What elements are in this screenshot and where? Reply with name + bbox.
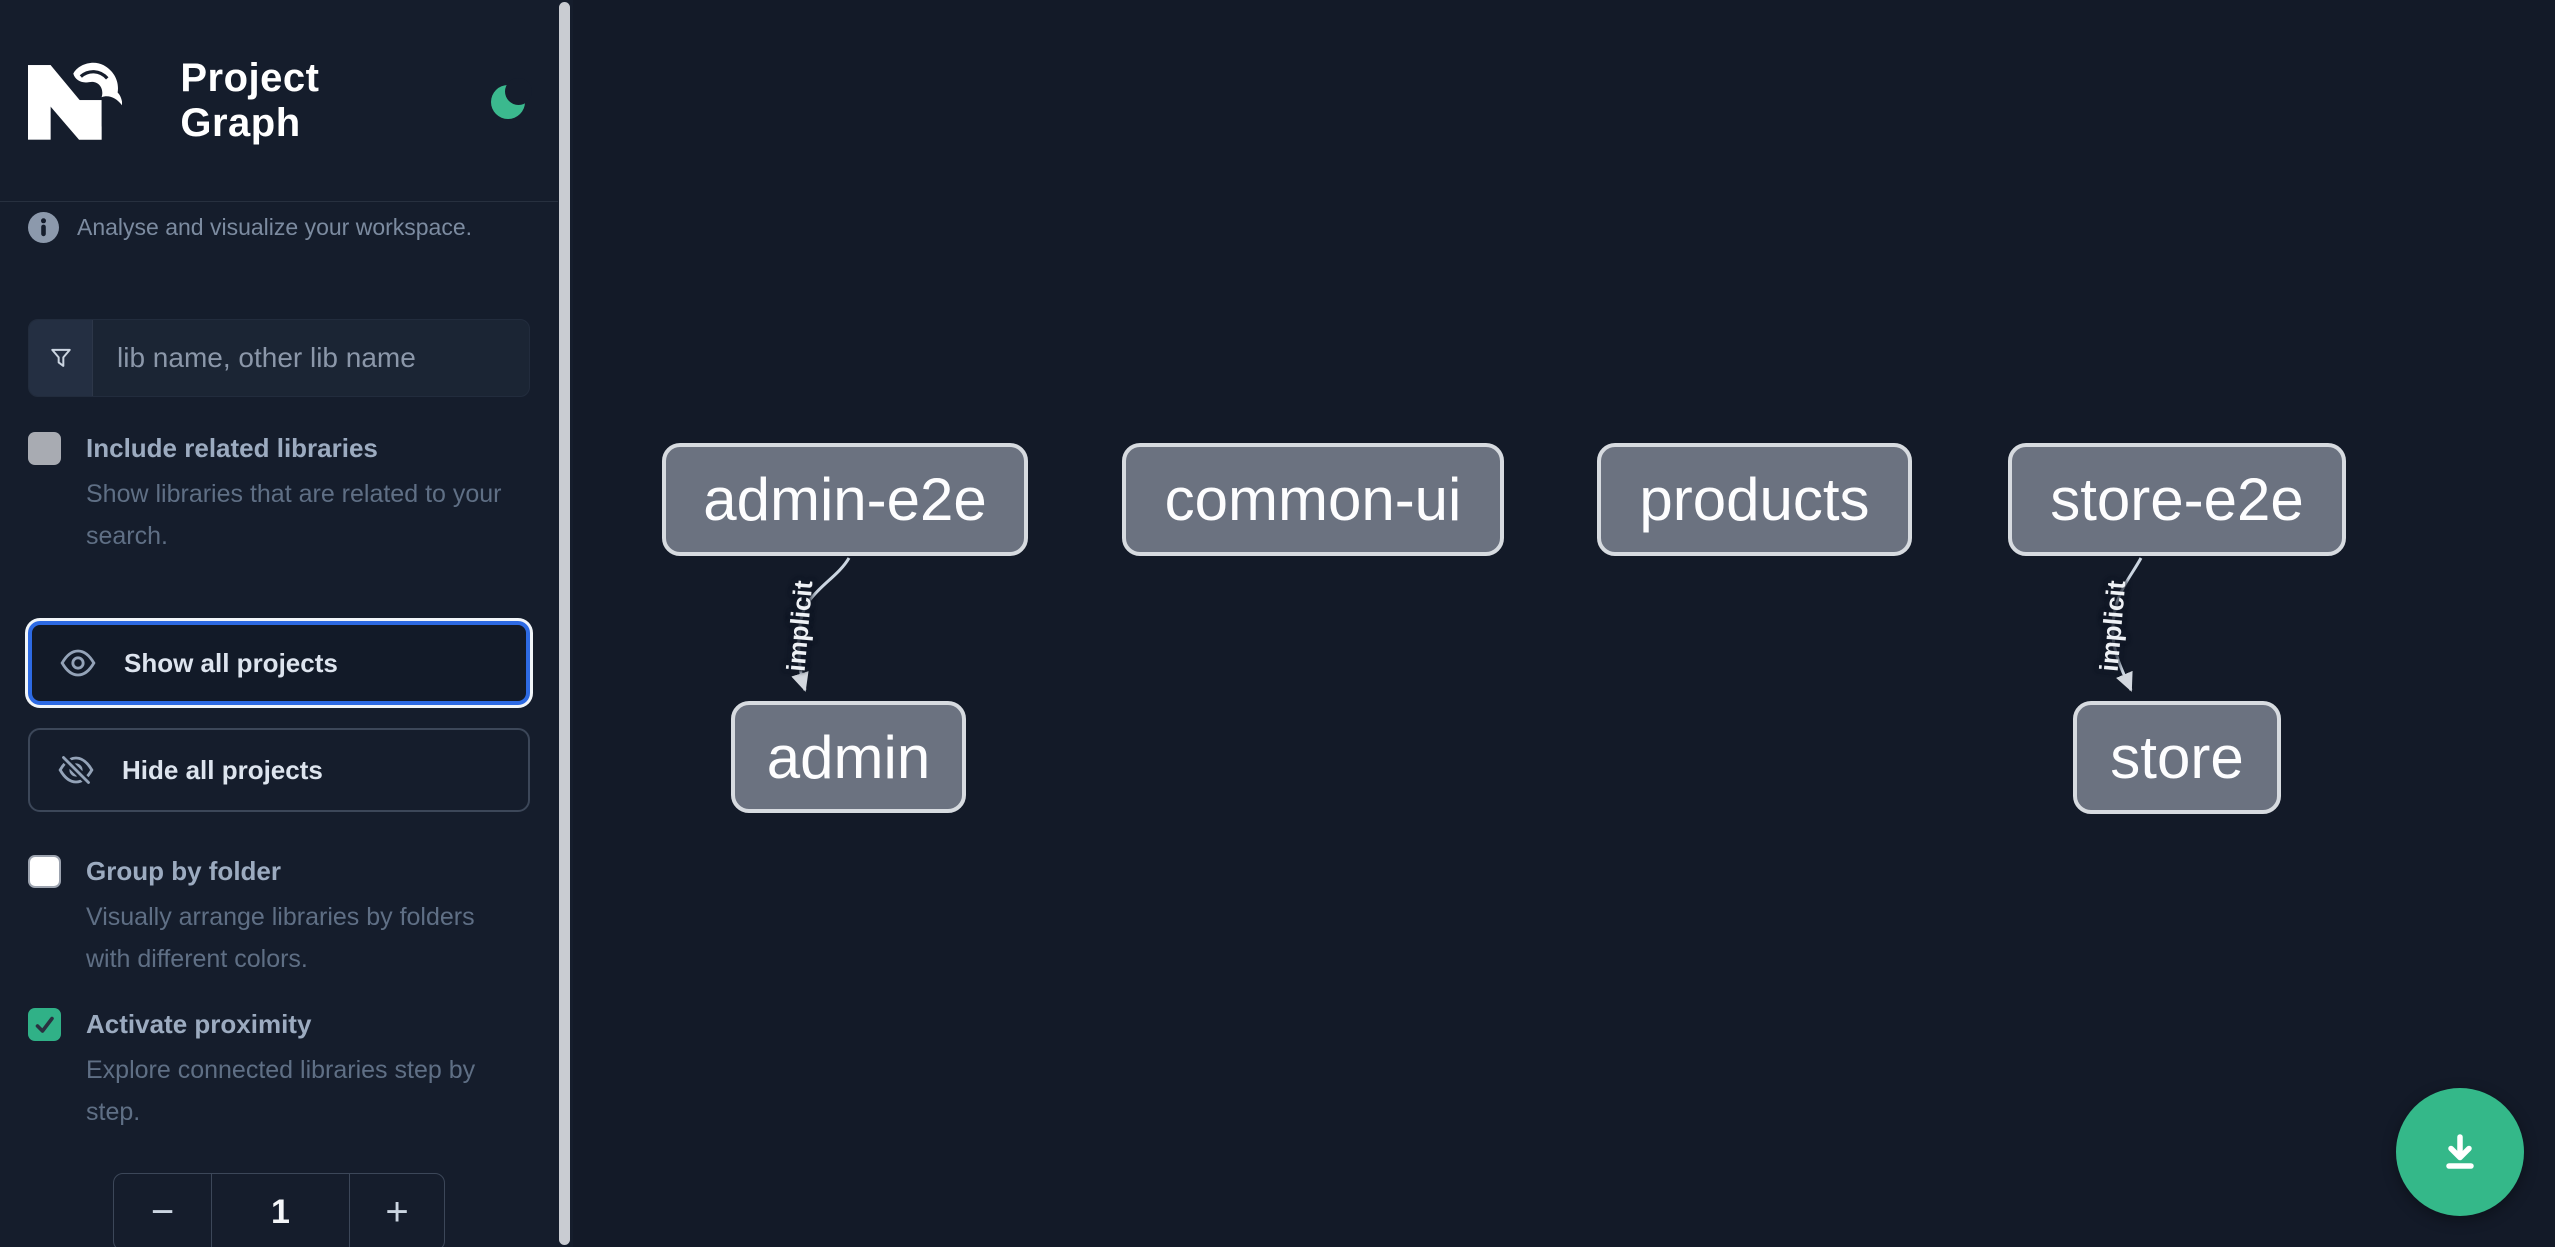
increment-button[interactable]: + — [349, 1174, 444, 1247]
theme-toggle-moon-icon[interactable] — [490, 77, 533, 121]
search-input[interactable] — [93, 320, 529, 396]
info-icon — [28, 212, 59, 243]
show-all-projects-label: Show all projects — [124, 647, 338, 678]
edge-store-e2e-store — [2111, 557, 2143, 692]
project-node-products[interactable]: products — [1597, 443, 1912, 556]
project-node-common-ui[interactable]: common-ui — [1122, 443, 1504, 556]
sidebar: Project Graph Analyse and visualize your… — [0, 0, 558, 1247]
dependency-edges — [791, 557, 2143, 692]
eye-icon — [60, 649, 96, 677]
project-node-store[interactable]: store — [2073, 701, 2281, 814]
option-include-related: Include related libraries Show libraries… — [28, 431, 530, 557]
project-node-store-e2e[interactable]: store-e2e — [2008, 443, 2346, 556]
page-title: Project Graph — [180, 55, 320, 145]
hide-all-projects-label: Hide all projects — [122, 754, 323, 785]
sidebar-scrollbar — [558, 0, 573, 1247]
edge-admin-e2e-admin — [791, 557, 851, 692]
include-related-checkbox[interactable] — [28, 432, 61, 465]
sidebar-header: Project Graph — [0, 0, 558, 202]
project-node-admin-e2e[interactable]: admin-e2e — [662, 443, 1028, 556]
tagline-text: Analyse and visualize your workspace. — [77, 214, 473, 240]
proximity-depth-stepper: − 1 + — [113, 1173, 445, 1247]
activate-proximity-checkbox[interactable] — [28, 1008, 61, 1041]
graph-canvas[interactable]: implicit implicit admin-e2e common-ui pr… — [573, 0, 2555, 1247]
group-by-folder-description: Visually arrange libraries by folders wi… — [86, 903, 475, 973]
filter-funnel-icon — [29, 320, 93, 396]
activate-proximity-description: Explore connected libraries step by step… — [86, 1056, 476, 1126]
search-box — [28, 319, 530, 397]
download-icon — [2446, 1134, 2474, 1169]
group-by-folder-label: Group by folder — [86, 856, 281, 886]
checkmark-icon — [35, 1016, 54, 1033]
include-related-description: Show libraries that are related to your … — [86, 480, 502, 550]
eye-off-icon — [58, 753, 94, 787]
activate-proximity-label: Activate proximity — [86, 1009, 312, 1039]
hide-all-projects-button[interactable]: Hide all projects — [28, 728, 530, 812]
show-all-projects-button[interactable]: Show all projects — [28, 621, 530, 705]
group-by-folder-checkbox[interactable] — [28, 855, 61, 888]
download-graph-button[interactable] — [2396, 1088, 2524, 1216]
sidebar-scrollbar-thumb[interactable] — [559, 2, 570, 1245]
include-related-label: Include related libraries — [86, 433, 378, 463]
project-node-admin[interactable]: admin — [731, 701, 966, 813]
workspace-tagline-row: Analyse and visualize your workspace. — [28, 212, 530, 243]
decrement-button[interactable]: − — [114, 1174, 212, 1247]
nx-logo — [28, 62, 123, 140]
proximity-depth-value: 1 — [271, 1192, 290, 1231]
option-activate-proximity: Activate proximity Explore connected lib… — [28, 1007, 530, 1133]
option-group-by-folder: Group by folder Visually arrange librari… — [28, 854, 530, 980]
